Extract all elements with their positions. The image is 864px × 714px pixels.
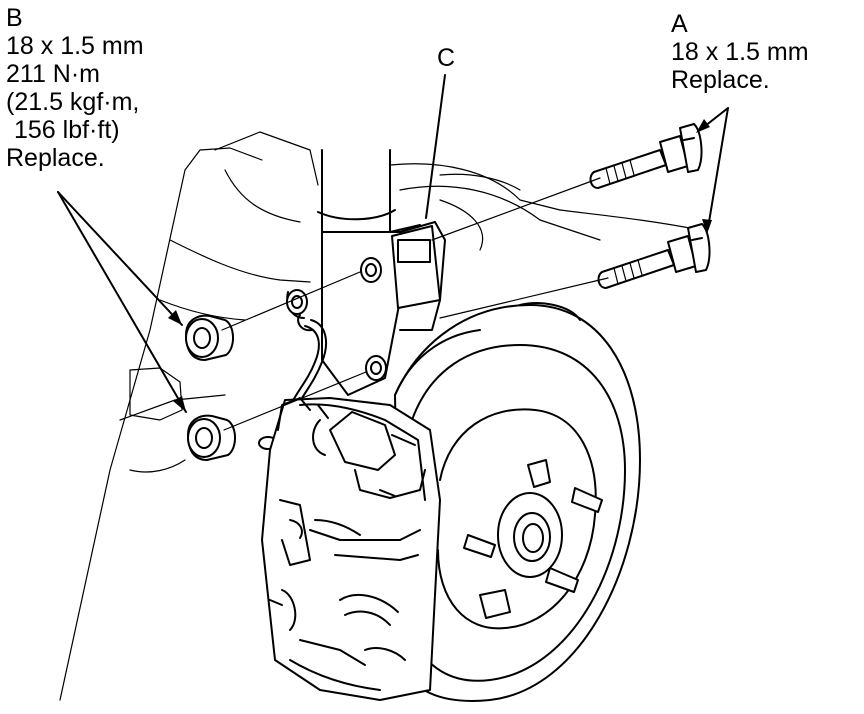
- leader-a: [696, 107, 729, 234]
- callout-a-note: Replace.: [671, 66, 770, 94]
- callout-a-letter: A: [671, 10, 688, 38]
- callout-c-letter: C: [437, 44, 456, 72]
- callout-b-note: Replace.: [6, 144, 105, 172]
- callout-b-torque-kgf: (21.5 kgf·m,: [6, 88, 140, 116]
- callout-a: A 18 x 1.5 mm Replace.: [671, 10, 809, 94]
- callout-b-letter: B: [6, 4, 23, 32]
- arrowhead-b-upper: [168, 310, 182, 325]
- bolt-a-upper: [589, 123, 703, 189]
- callout-c: C: [437, 44, 455, 72]
- knuckle-upper: [391, 225, 441, 309]
- leader-c: [425, 74, 446, 219]
- bolt-a-lower: [597, 223, 711, 289]
- caliper-bracket: [277, 397, 329, 431]
- wheel-studs: [463, 459, 603, 619]
- callout-b-size: 18 x 1.5 mm: [6, 32, 144, 60]
- callout-b: B 18 x 1.5 mm 211 N·m (21.5 kgf·m, 156 l…: [6, 4, 144, 172]
- installation-lines: [221, 177, 609, 431]
- callout-a-size: 18 x 1.5 mm: [671, 38, 809, 66]
- callout-b-torque-lbf: 156 lbf·ft): [14, 116, 120, 144]
- arrowhead-b-lower: [173, 396, 186, 412]
- nut-b-lower: [187, 414, 236, 461]
- wheel-hub: [497, 492, 563, 578]
- callout-b-torque-nm: 211 N·m: [6, 60, 101, 88]
- brake-caliper: [261, 397, 441, 701]
- arrowhead-a-lower: [702, 219, 712, 234]
- vehicle-body-outline: [59, 131, 701, 701]
- strut-bracket: [286, 221, 446, 396]
- nut-b-upper: [185, 314, 234, 361]
- arrowhead-a-upper: [696, 119, 710, 133]
- leader-b: [57, 191, 187, 413]
- strut-shock-absorber: [317, 149, 396, 233]
